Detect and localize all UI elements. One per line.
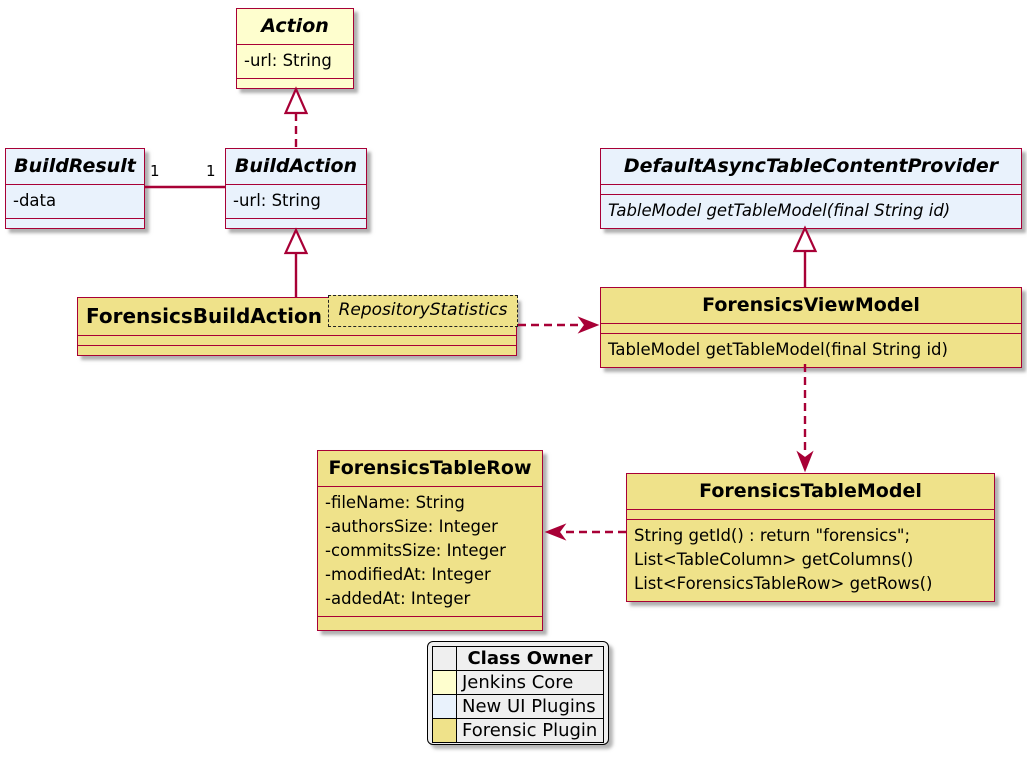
class-action-fields: -url: String [237, 44, 353, 78]
legend-header-label: Class Owner [456, 646, 604, 671]
edge-build-action-depends-view-model [518, 316, 600, 334]
edge-view-model-extends-provider [792, 225, 818, 287]
class-table-row-fields: -fileName: String -authorsSize: Integer … [318, 486, 542, 616]
class-provider-methods: TableModel getTableModel(final String id… [601, 194, 1021, 228]
legend-swatch-jenkins-core [432, 670, 457, 695]
legend-row-new-ui-plugins: New UI Plugins [432, 694, 604, 719]
class-view-model-title: ForensicsViewModel [702, 294, 920, 316]
class-forensics-table-row: ForensicsTableRow -fileName: String -aut… [317, 450, 543, 631]
class-build-action: BuildAction -url: String [225, 148, 367, 229]
class-forensics-build-action: ForensicsBuildAction RepositoryStatistic… [77, 295, 518, 356]
class-forensics-build-action-methods-empty [78, 345, 516, 355]
method-get-table-model: TableModel getTableModel(final String id… [608, 201, 951, 220]
legend: Class Owner Jenkins Core New UI Plugins … [427, 641, 609, 745]
class-build-action-title: BuildAction [234, 155, 358, 177]
legend-label-new-ui-plugins: New UI Plugins [456, 694, 604, 719]
edge-view-model-depends-table-model [796, 364, 814, 473]
class-build-result-methods-empty [6, 218, 144, 228]
class-provider-fields-empty [601, 184, 1021, 194]
class-table-model-title: ForensicsTableModel [699, 480, 922, 502]
class-build-result-title: BuildResult [14, 155, 136, 177]
legend-swatch-new-ui-plugins [432, 694, 457, 719]
method-get-table-model: TableModel getTableModel(final String id… [608, 340, 948, 359]
field-commits-size: -commitsSize: Integer [325, 541, 506, 560]
field-file-name: -fileName: String [325, 493, 465, 512]
field-url: -url: String [233, 191, 321, 210]
field-authors-size: -authorsSize: Integer [325, 517, 498, 536]
class-action-methods-empty [237, 78, 353, 88]
field-url: -url: String [244, 51, 332, 70]
method-get-rows: List<ForensicsTableRow> getRows() [634, 574, 933, 593]
legend-row-forensic-plugin: Forensic Plugin [432, 718, 604, 743]
class-provider-title: DefaultAsyncTableContentProvider [623, 155, 999, 177]
class-build-action-methods-empty [226, 218, 366, 228]
multiplicity-build-action-end: 1 [206, 162, 216, 180]
class-forensics-view-model: ForensicsViewModel TableModel getTableMo… [600, 287, 1022, 368]
class-forensics-build-action-fields-empty [78, 335, 516, 345]
legend-table: Class Owner Jenkins Core New UI Plugins … [432, 646, 604, 743]
class-view-model-fields-empty [601, 323, 1021, 333]
class-table-row-title: ForensicsTableRow [328, 457, 532, 479]
method-get-columns: List<TableColumn> getColumns() [634, 550, 914, 569]
class-build-result: BuildResult -data [5, 148, 145, 229]
class-action: Action -url: String [236, 8, 354, 89]
edge-forensics-build-action-extends-build-action [283, 227, 309, 297]
legend-row-jenkins-core: Jenkins Core [432, 670, 604, 695]
class-build-action-fields: -url: String [226, 184, 366, 218]
class-forensics-build-action-title: ForensicsBuildAction [86, 304, 323, 328]
legend-swatch-forensic-plugin [432, 718, 457, 743]
class-default-async-table-content-provider: DefaultAsyncTableContentProvider TableMo… [600, 148, 1022, 229]
generic-parameter-tag: RepositoryStatistics [328, 295, 518, 327]
method-get-id: String getId() : return "forensics"; [634, 526, 911, 545]
legend-header-row: Class Owner [432, 646, 604, 671]
edge-table-model-depends-table-row [544, 523, 626, 541]
class-build-result-fields: -data [6, 184, 144, 218]
class-action-title: Action [261, 15, 329, 37]
edge-build-action-realizes-action [283, 86, 309, 147]
class-forensics-table-model: ForensicsTableModel String getId() : ret… [626, 473, 995, 602]
legend-label-forensic-plugin: Forensic Plugin [456, 718, 604, 743]
multiplicity-build-result-end: 1 [150, 162, 160, 180]
legend-header-swatch [432, 646, 457, 671]
legend-label-jenkins-core: Jenkins Core [456, 670, 604, 695]
field-data: -data [13, 191, 57, 210]
class-table-model-fields-empty [627, 509, 994, 519]
field-added-at: -addedAt: Integer [325, 589, 471, 608]
class-table-model-methods: String getId() : return "forensics"; Lis… [627, 519, 994, 601]
field-modified-at: -modifiedAt: Integer [325, 565, 491, 584]
class-table-row-methods-empty [318, 616, 542, 630]
class-view-model-methods: TableModel getTableModel(final String id… [601, 333, 1021, 367]
